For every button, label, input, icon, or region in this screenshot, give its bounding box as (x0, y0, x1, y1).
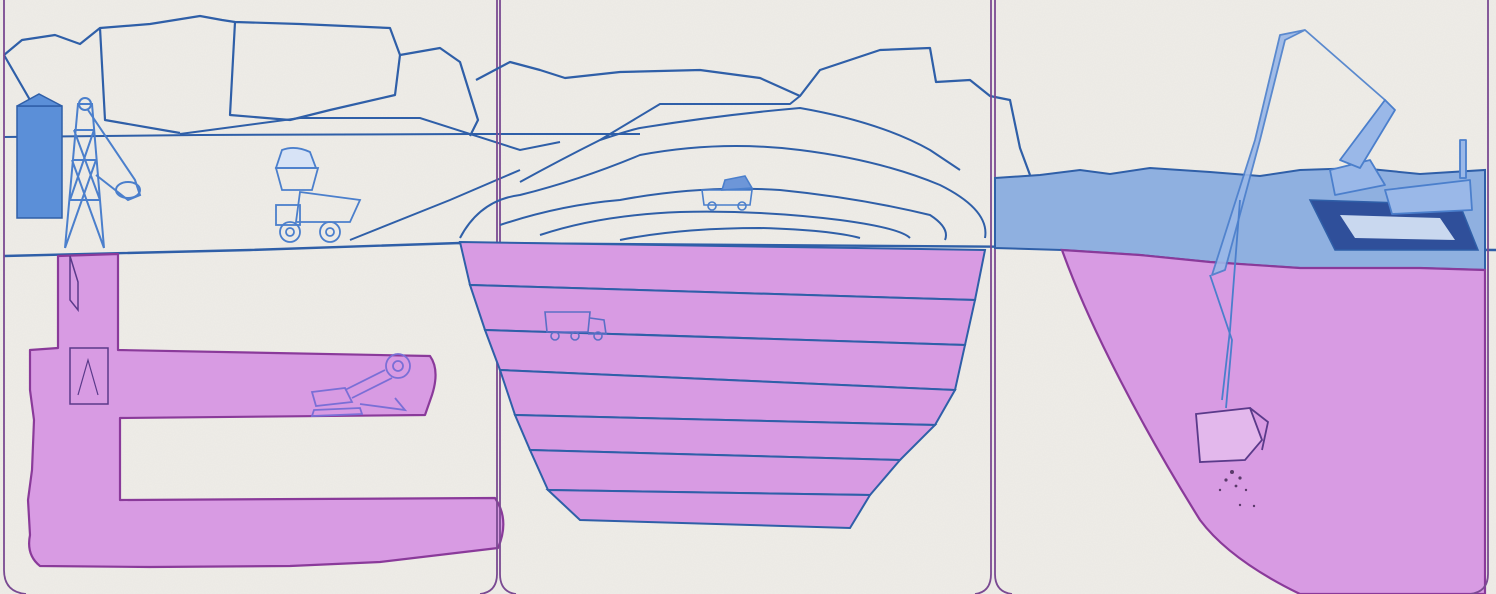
silo (17, 94, 62, 218)
